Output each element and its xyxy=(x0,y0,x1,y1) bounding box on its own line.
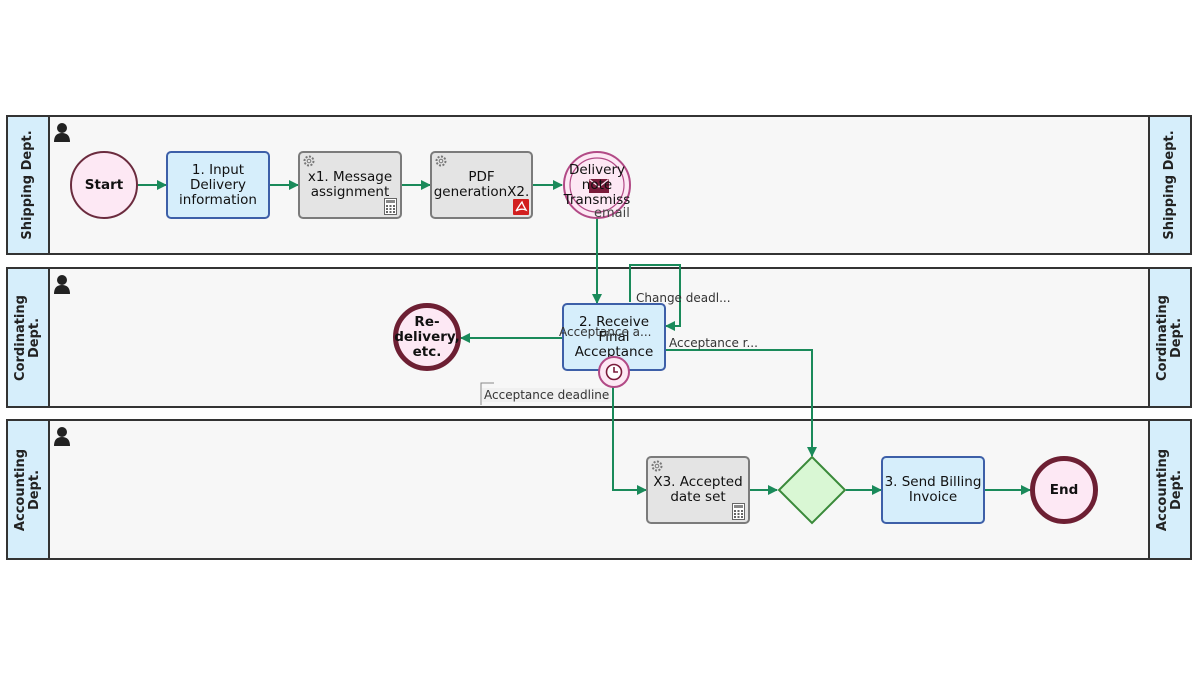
person-icon xyxy=(54,427,70,446)
flow-label-acceptance-deadline: Acceptance deadline xyxy=(482,388,612,402)
event-inner-ring xyxy=(569,157,625,213)
flow-change-deadline-loop xyxy=(629,264,681,331)
person-icon xyxy=(54,275,70,294)
acceptance-deadline-bracket xyxy=(480,382,494,405)
task-input-delivery-information[interactable]: 1. Input Delivery information xyxy=(166,151,270,219)
task-send-billing-invoice[interactable]: 3. Send Billing Invoice xyxy=(881,456,985,524)
task-label: PDF generationX2. xyxy=(433,169,530,200)
clock-icon xyxy=(605,363,623,381)
task-message-assignment[interactable]: x1. Message assignment xyxy=(298,151,402,219)
task-accepted-date-set[interactable]: X3. Accepted date set xyxy=(646,456,750,524)
flow-label-acceptance-a: Acceptance a... xyxy=(559,325,652,339)
person-icon xyxy=(54,123,70,142)
event-label: Delivery note Transmiss xyxy=(563,161,631,208)
task-receive-final-acceptance[interactable]: 2. Receive Final Acceptance xyxy=(562,303,666,371)
flow-label-acceptance-r: Acceptance r... xyxy=(669,336,758,350)
task-label: 1. Input Delivery information xyxy=(179,161,257,208)
end-event[interactable]: End xyxy=(1030,456,1098,524)
flow-task2-to-gateway xyxy=(666,349,817,457)
calculator-icon xyxy=(384,198,397,215)
redelivery-end-event[interactable]: Re- delivery, etc. xyxy=(393,303,461,371)
gear-icon xyxy=(303,155,315,167)
task-label: x1. Message assignment xyxy=(307,169,393,200)
flow-timer-to-x3 xyxy=(612,386,647,495)
lane-header-right: Shipping Dept. xyxy=(1148,117,1190,253)
end-label: Re- delivery, etc. xyxy=(394,313,460,360)
delivery-note-transmission-event[interactable]: Delivery note Transmiss xyxy=(563,151,631,219)
delivery-note-sublabel: email xyxy=(594,206,630,221)
pdf-icon xyxy=(513,199,529,215)
exclusive-gateway[interactable] xyxy=(777,455,847,525)
task-label: 2. Receive Final Acceptance xyxy=(574,313,654,360)
task-pdf-generation[interactable]: PDF generationX2. xyxy=(430,151,533,219)
flow-label-change-deadline: Change deadl... xyxy=(636,291,731,305)
end-label: End xyxy=(1049,481,1079,498)
lane-header-left: Cordinating Dept. xyxy=(8,269,50,406)
calculator-icon xyxy=(732,503,745,520)
lane-header-right: Accounting Dept. xyxy=(1148,421,1190,558)
gear-icon xyxy=(651,460,663,472)
timer-boundary-event[interactable] xyxy=(598,356,630,388)
gear-icon xyxy=(435,155,447,167)
envelope-icon xyxy=(589,179,609,193)
task-label: X3. Accepted date set xyxy=(653,474,743,505)
lane-header-right: Cordinating Dept. xyxy=(1148,269,1190,406)
lane-header-left: Shipping Dept. xyxy=(8,117,50,253)
start-event[interactable]: Start xyxy=(70,151,138,219)
start-label: Start xyxy=(84,176,124,193)
lane-shipping: Shipping Dept. Shipping Dept. xyxy=(6,115,1192,255)
lane-header-left: Accounting Dept. xyxy=(8,421,50,558)
task-label: 3. Send Billing Invoice xyxy=(884,474,982,505)
